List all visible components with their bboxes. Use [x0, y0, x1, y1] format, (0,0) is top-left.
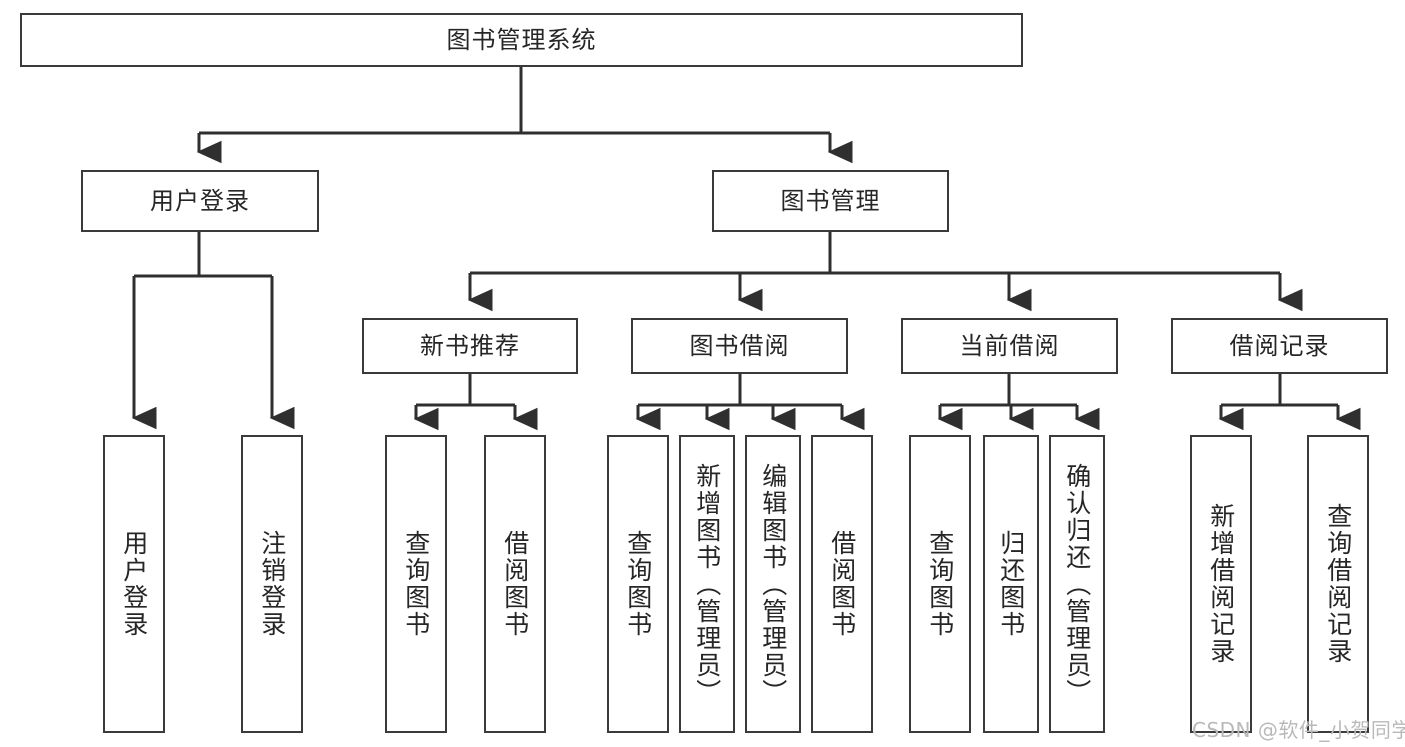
node-leaf-query-record[interactable]: 查询借阅记录	[1307, 435, 1369, 733]
node-leaf-user-logout[interactable]: 注销登录	[241, 435, 303, 733]
node-user-login[interactable]: 用户登录	[81, 170, 319, 232]
node-borrow-record[interactable]: 借阅记录	[1171, 318, 1388, 374]
node-leaf-user-login[interactable]: 用户登录	[103, 435, 165, 733]
node-leaf-edit-book[interactable]: 编辑图书（管理员）	[745, 435, 801, 733]
node-leaf-user-login-label: 用户登录	[119, 530, 149, 638]
node-leaf-query-book-bor-label: 查询图书	[623, 530, 653, 638]
node-leaf-edit-book-label: 编辑图书（管理员）	[758, 462, 788, 706]
node-root-label: 图书管理系统	[446, 25, 597, 54]
node-leaf-borrow-book-rec[interactable]: 借阅图书	[484, 435, 546, 733]
node-new-book-rec[interactable]: 新书推荐	[362, 318, 578, 374]
node-leaf-return-book-label: 归还图书	[996, 530, 1026, 638]
node-current-borrow-label: 当前借阅	[959, 331, 1060, 360]
node-current-borrow[interactable]: 当前借阅	[901, 318, 1118, 374]
node-leaf-return-book[interactable]: 归还图书	[983, 435, 1039, 733]
node-leaf-add-book[interactable]: 新增图书（管理员）	[679, 435, 735, 733]
node-leaf-confirm-return[interactable]: 确认归还（管理员）	[1049, 435, 1105, 733]
node-leaf-add-record-label: 新增借阅记录	[1206, 503, 1236, 665]
node-root[interactable]: 图书管理系统	[20, 13, 1023, 67]
node-leaf-query-book-rec-label: 查询图书	[401, 530, 431, 638]
node-book-manage[interactable]: 图书管理	[712, 170, 949, 232]
node-leaf-query-book-rec[interactable]: 查询图书	[385, 435, 447, 733]
node-leaf-query-book-cur[interactable]: 查询图书	[909, 435, 971, 733]
node-leaf-query-book-bor[interactable]: 查询图书	[607, 435, 669, 733]
node-leaf-borrow-book-rec-label: 借阅图书	[500, 530, 530, 638]
node-leaf-borrow-book-bor[interactable]: 借阅图书	[811, 435, 873, 733]
watermark: CSDN @软件_小贺同学	[1192, 718, 1405, 742]
node-book-borrow-label: 图书借阅	[689, 331, 790, 360]
node-leaf-query-book-cur-label: 查询图书	[925, 530, 955, 638]
node-leaf-user-logout-label: 注销登录	[257, 530, 287, 638]
node-borrow-record-label: 借阅记录	[1229, 331, 1330, 360]
node-leaf-borrow-book-bor-label: 借阅图书	[827, 530, 857, 638]
node-leaf-query-record-label: 查询借阅记录	[1323, 503, 1353, 665]
node-leaf-confirm-return-label: 确认归还（管理员）	[1062, 462, 1092, 706]
node-leaf-add-record[interactable]: 新增借阅记录	[1190, 435, 1252, 733]
node-user-login-label: 用户登录	[150, 186, 250, 215]
node-leaf-add-book-label: 新增图书（管理员）	[692, 462, 722, 706]
node-new-book-rec-label: 新书推荐	[420, 331, 520, 360]
node-book-borrow[interactable]: 图书借阅	[631, 318, 848, 374]
node-book-manage-label: 图书管理	[780, 186, 881, 215]
